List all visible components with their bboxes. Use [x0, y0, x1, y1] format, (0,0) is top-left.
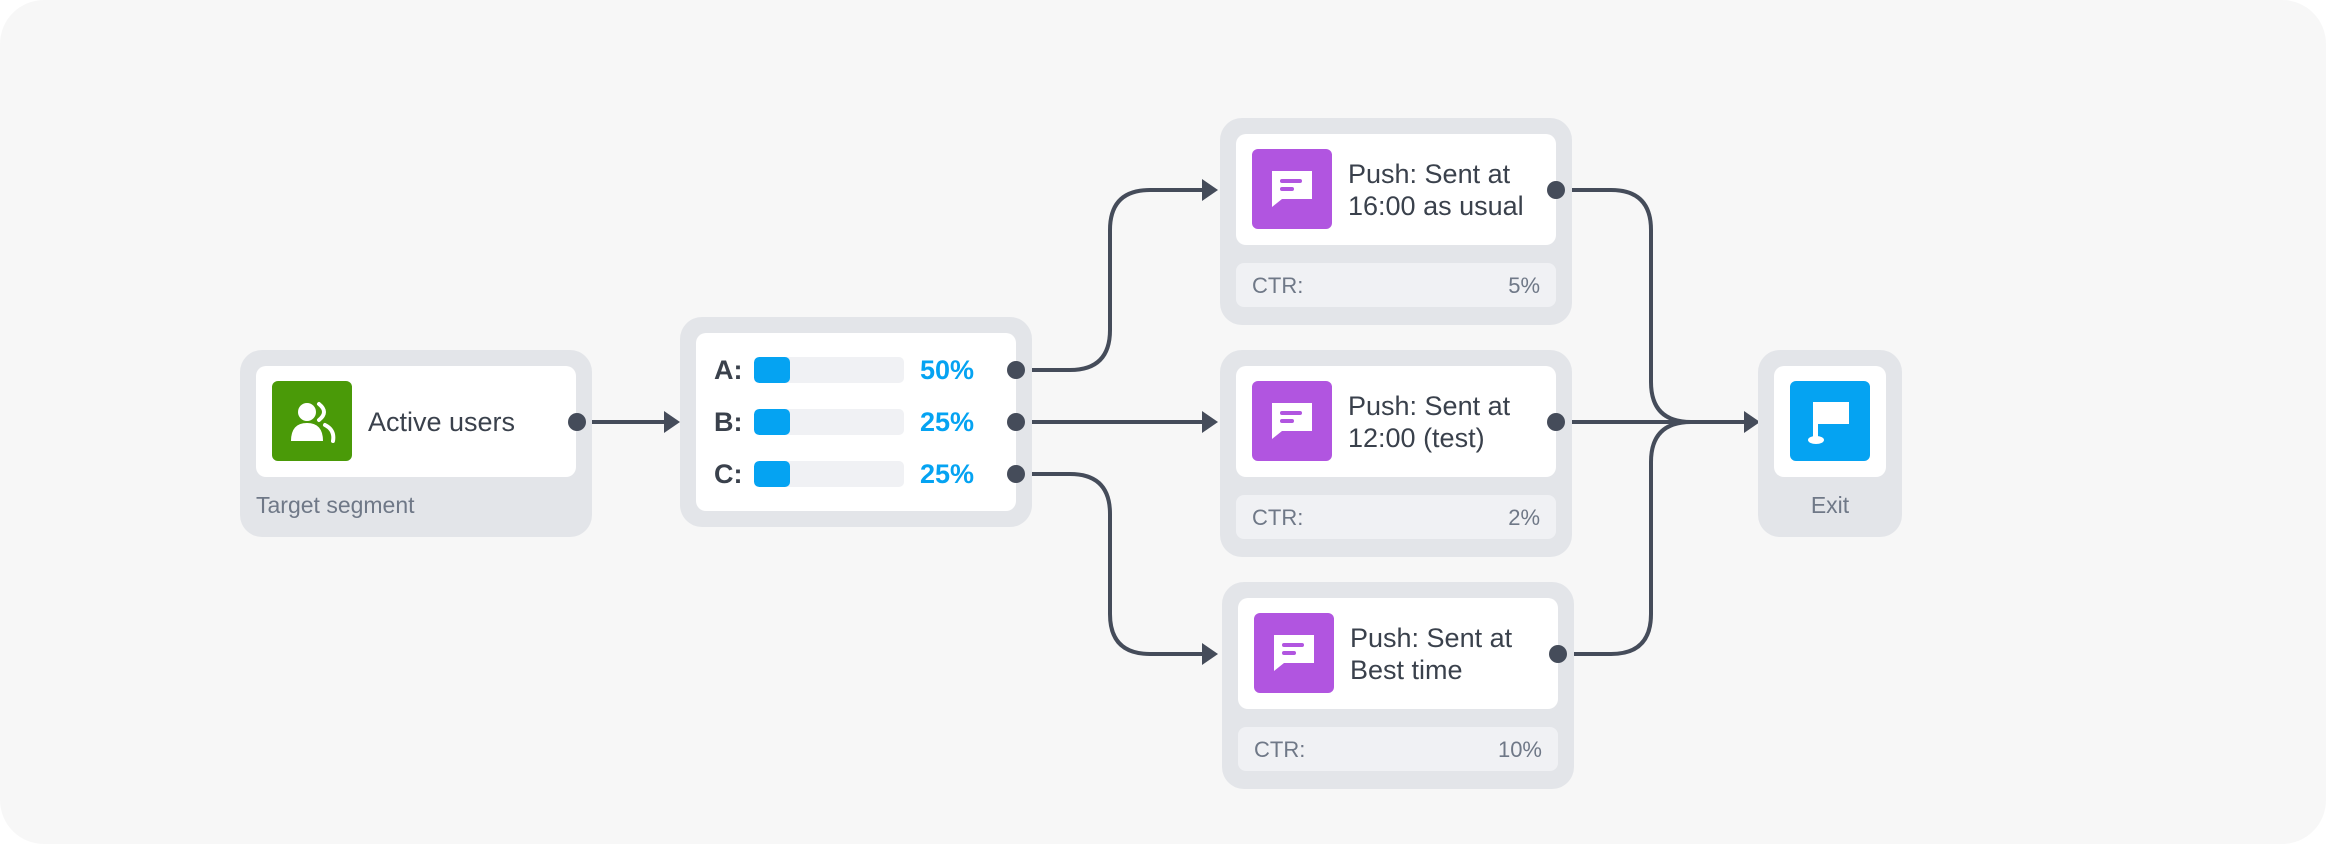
split-bar: [754, 357, 904, 383]
exit-caption: Exit: [1810, 492, 1850, 518]
push-card[interactable]: Push: Sent at 12:00 (test): [1236, 366, 1556, 477]
ctr-metric: CTR: 5%: [1236, 263, 1556, 307]
ctr-value: 10%: [1497, 737, 1542, 762]
split-node[interactable]: A: 50% B: 25% C: 25%: [680, 317, 1032, 527]
split-percent: 25%: [920, 459, 975, 489]
split-letter: A:: [714, 355, 743, 385]
push-node-1[interactable]: Push: Sent at 16:00 as usual CTR: 5%: [1220, 118, 1572, 325]
split-card[interactable]: A: 50% B: 25% C: 25%: [696, 333, 1016, 511]
split-letter: B:: [714, 407, 743, 437]
connector-arrowhead: [664, 411, 680, 433]
message-icon: [1254, 613, 1334, 693]
push-title: Push: Sent at 16:00 as usual: [1348, 159, 1524, 221]
exit-node[interactable]: Exit: [1758, 350, 1902, 537]
connector-arrowhead: [1202, 643, 1218, 665]
push-node-3[interactable]: Push: Sent at Best time CTR: 10%: [1222, 582, 1574, 789]
exit-card[interactable]: [1774, 366, 1886, 477]
connector-push3-exit: [1558, 420, 1744, 656]
segment-caption: Target segment: [256, 492, 415, 518]
split-percent: 50%: [920, 355, 975, 385]
flag-icon: [1790, 381, 1870, 461]
split-row-b: B: 25%: [696, 405, 1016, 439]
ctr-value: 2%: [1508, 505, 1540, 530]
split-row-a: A: 50%: [696, 353, 1016, 387]
push-card[interactable]: Push: Sent at 16:00 as usual: [1236, 134, 1556, 245]
push-title: Push: Sent at 12:00 (test): [1348, 391, 1511, 453]
split-percent: 25%: [920, 407, 975, 437]
segment-title: Active users: [368, 407, 516, 437]
message-icon: [1252, 149, 1332, 229]
split-bar: [754, 461, 904, 487]
split-bar: [754, 409, 904, 435]
segment-node[interactable]: Active users Target segment: [240, 350, 592, 537]
connector-arrowhead: [1202, 411, 1218, 433]
message-icon: [1252, 381, 1332, 461]
split-bar-fill: [754, 409, 790, 435]
connector-c-push3: [1016, 472, 1204, 656]
split-letter: C:: [714, 459, 743, 489]
connector-push1-exit: [1556, 188, 1744, 424]
segment-card[interactable]: Active users: [256, 366, 576, 477]
connector-arrowhead: [1202, 179, 1218, 201]
split-bar-fill: [754, 461, 790, 487]
connector-a-push1: [1016, 188, 1204, 372]
ctr-label: CTR:: [1252, 273, 1304, 298]
push-title: Push: Sent at Best time: [1350, 623, 1513, 685]
ctr-metric: CTR: 10%: [1238, 727, 1558, 771]
push-card[interactable]: Push: Sent at Best time: [1238, 598, 1558, 709]
users-icon: [272, 381, 352, 461]
ctr-label: CTR:: [1252, 505, 1304, 530]
split-row-c: C: 25%: [696, 457, 1016, 491]
ctr-label: CTR:: [1254, 737, 1306, 762]
ctr-metric: CTR: 2%: [1236, 495, 1556, 539]
ctr-value: 5%: [1508, 273, 1540, 298]
push-node-2[interactable]: Push: Sent at 12:00 (test) CTR: 2%: [1220, 350, 1572, 557]
split-bar-fill: [754, 357, 790, 383]
